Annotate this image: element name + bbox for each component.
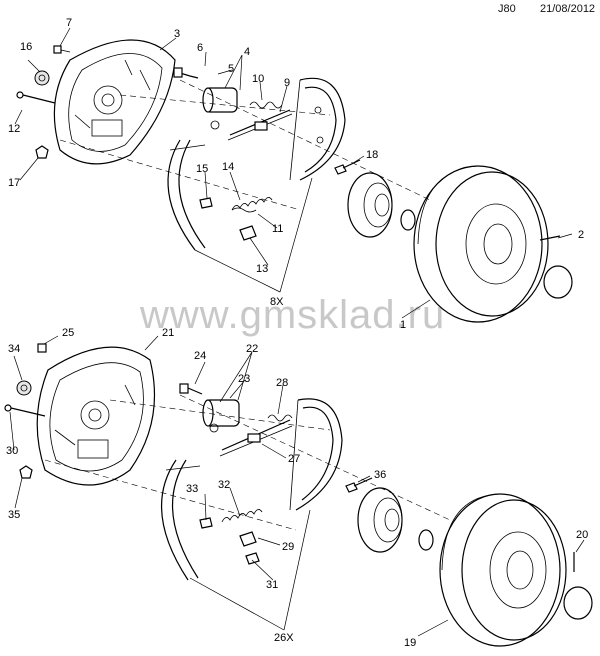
cap-bottom bbox=[563, 586, 593, 620]
callout-14: 14 bbox=[222, 161, 234, 173]
callout-18: 18 bbox=[366, 149, 378, 161]
hub-bottom bbox=[357, 487, 434, 553]
adjuster-bottom bbox=[219, 419, 293, 457]
bolt-36 bbox=[345, 477, 373, 493]
cap-top bbox=[543, 265, 573, 299]
diagram-date: 21/08/2012 bbox=[540, 3, 596, 15]
callout-25: 25 bbox=[62, 327, 74, 339]
callout-3: 3 bbox=[174, 28, 180, 40]
retainer-13 bbox=[239, 225, 257, 241]
spring-31 bbox=[245, 552, 260, 565]
callout-30: 30 bbox=[6, 445, 18, 457]
callout-22: 22 bbox=[246, 343, 258, 355]
brake-drum-bottom bbox=[439, 493, 567, 647]
callout-16: 16 bbox=[20, 41, 32, 53]
callout-31: 31 bbox=[266, 579, 278, 591]
brake-shoe-left-bottom bbox=[160, 459, 201, 581]
clip-33 bbox=[199, 517, 213, 529]
bolt-30 bbox=[4, 404, 46, 417]
callout-8x: 8X bbox=[270, 296, 284, 308]
spring-11 bbox=[231, 207, 257, 213]
diagram-code: J80 bbox=[498, 3, 516, 15]
spring-10 bbox=[249, 101, 283, 109]
wheel-cylinder-top bbox=[173, 67, 238, 130]
hub-top bbox=[347, 172, 416, 238]
callout-27: 27 bbox=[288, 453, 300, 465]
grommet-16 bbox=[34, 70, 50, 86]
bolt-25 bbox=[37, 343, 47, 353]
callout-19: 19 bbox=[404, 637, 416, 649]
callout-12: 12 bbox=[8, 123, 20, 135]
wheel-cylinder-bottom bbox=[179, 383, 240, 433]
callouts: 7 3 16 6 4 5 10 9 12 18 15 14 17 11 2 13… bbox=[6, 17, 588, 649]
callout-1: 1 bbox=[400, 319, 406, 331]
callout-15: 15 bbox=[196, 163, 208, 175]
plug-17 bbox=[35, 145, 49, 159]
brake-shoe-right-top bbox=[289, 77, 346, 181]
adjuster-top bbox=[227, 109, 293, 141]
callout-35: 35 bbox=[8, 509, 20, 521]
callout-10: 10 bbox=[252, 73, 264, 85]
spring-14 bbox=[231, 197, 273, 211]
leaders-bottom bbox=[9, 335, 585, 637]
bolt-2 bbox=[539, 235, 561, 241]
spring-28 bbox=[267, 414, 293, 422]
grommet-34 bbox=[16, 380, 32, 396]
callout-17: 17 bbox=[8, 177, 20, 189]
callout-21: 21 bbox=[162, 327, 174, 339]
callout-4: 4 bbox=[244, 46, 250, 58]
brake-shoe-left-top bbox=[167, 139, 206, 251]
callout-5: 5 bbox=[228, 63, 234, 75]
bolt-12 bbox=[16, 91, 56, 104]
watermark: www.gmsklad.ru bbox=[139, 293, 445, 337]
callout-24: 24 bbox=[194, 350, 206, 362]
backing-plate-bottom bbox=[36, 346, 156, 486]
spring-32 bbox=[221, 509, 263, 523]
plug-35 bbox=[19, 465, 33, 479]
callout-20: 20 bbox=[576, 529, 588, 541]
callout-6: 6 bbox=[197, 42, 203, 54]
callout-23: 23 bbox=[238, 373, 250, 385]
brake-drum-top bbox=[413, 165, 549, 323]
callout-13: 13 bbox=[256, 263, 268, 275]
callout-28: 28 bbox=[276, 377, 288, 389]
brake-shoe-right-bottom bbox=[289, 398, 343, 511]
callout-2: 2 bbox=[578, 229, 584, 241]
callout-29: 29 bbox=[282, 541, 294, 553]
retainer-29 bbox=[239, 531, 257, 547]
clip-15 bbox=[199, 197, 213, 209]
backing-plate-top bbox=[53, 39, 176, 165]
bolt-18 bbox=[334, 159, 361, 175]
bolt-7 bbox=[53, 45, 71, 54]
callout-36: 36 bbox=[374, 469, 386, 481]
callout-11: 11 bbox=[272, 223, 283, 235]
callout-26x: 26X bbox=[274, 632, 294, 644]
callout-33: 33 bbox=[186, 483, 198, 495]
callout-9: 9 bbox=[284, 77, 290, 89]
callout-32: 32 bbox=[218, 479, 230, 491]
callout-7: 7 bbox=[66, 17, 72, 29]
leaders-top bbox=[14, 27, 573, 319]
callout-34: 34 bbox=[8, 343, 20, 355]
